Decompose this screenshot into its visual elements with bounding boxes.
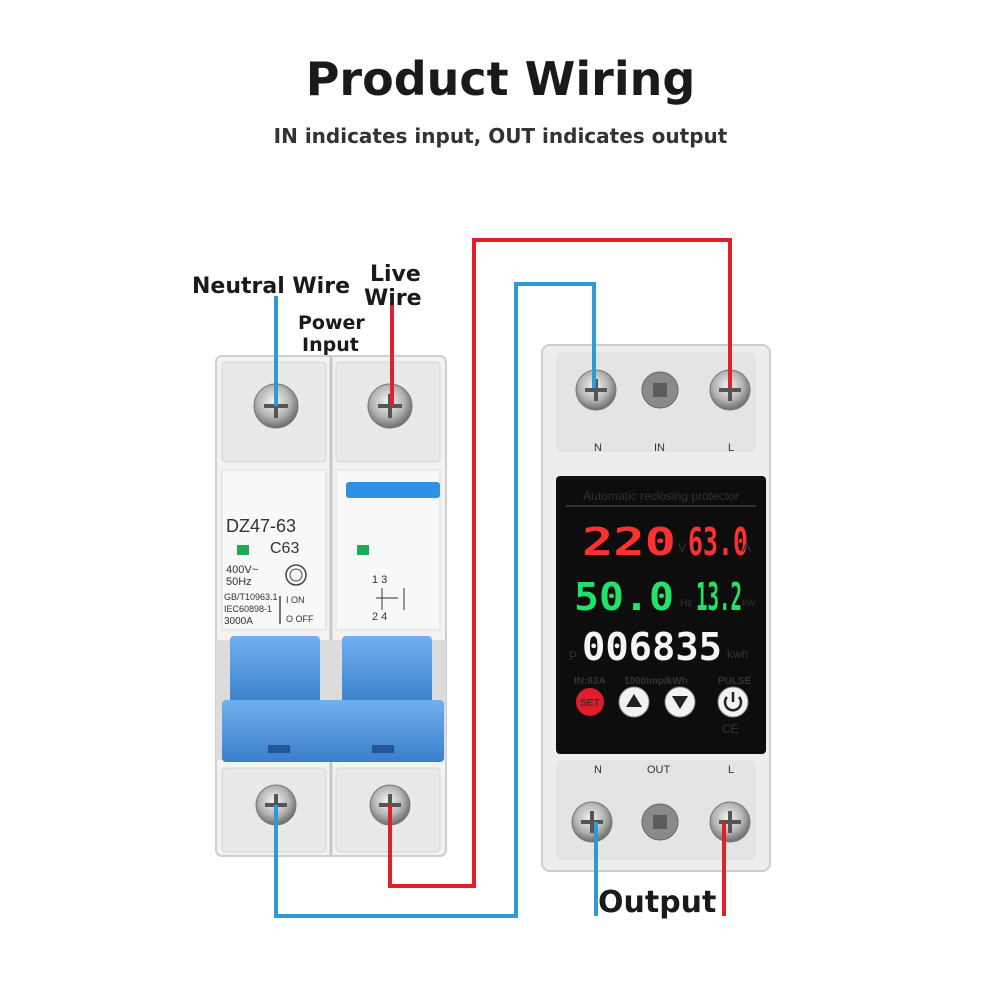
breaker-indicator-left — [237, 545, 249, 555]
set-button-label: SET — [580, 698, 599, 709]
bottom-terminal-l-label: L — [728, 764, 734, 776]
breaker-terminals-bottom: 2 4 — [372, 611, 387, 623]
protector-screw-bottom-left — [571, 801, 613, 843]
set-button[interactable]: SET — [576, 688, 604, 716]
frequency-readout: 50.0 — [574, 575, 674, 619]
neutral-link-wire — [274, 282, 596, 918]
power-icon — [723, 696, 743, 712]
power-input-label-line1: Power — [298, 312, 365, 334]
breaker-indicator-right — [357, 545, 369, 555]
breaker-spec-voltage: 400V~ — [226, 564, 258, 576]
circuit-breaker: DZ47-63 C63 400V~ 50Hz GB/T10963.1 IEC60… — [215, 355, 447, 857]
breaker-terminals-top: 1 3 — [372, 574, 387, 586]
protector-rating: IN:63A — [574, 676, 606, 687]
arrow-up-icon — [626, 694, 642, 707]
current-readout: 63.0 — [688, 520, 748, 564]
breaker-standard-2: IEC60898-1 — [224, 604, 272, 614]
protector-screw-bottom-right — [709, 801, 751, 843]
breaker-schematic-icon — [376, 588, 405, 610]
protector-display-panel — [556, 476, 766, 754]
live-wire-label-line2: Wire — [364, 286, 422, 311]
breaker-off-label: O OFF — [286, 614, 314, 624]
power-button[interactable] — [717, 686, 749, 718]
breaker-spec-frequency: 50Hz — [226, 576, 252, 588]
bottom-terminal-out-label: OUT — [647, 764, 671, 776]
page-subtitle: IN indicates input, OUT indicates output — [273, 124, 728, 148]
pulse-label: PULSE — [718, 676, 752, 687]
energy-readout: 006835 — [582, 625, 722, 669]
breaker-lever-right[interactable] — [342, 636, 432, 706]
breaker-on-label: I ON — [286, 595, 305, 605]
up-button[interactable] — [618, 686, 650, 718]
live-wire-label-line1: Live — [370, 262, 421, 287]
power-input-label-line2: Input — [302, 334, 359, 356]
neutral-wire-label: Neutral Wire — [192, 274, 350, 299]
breaker-model: DZ47-63 — [226, 516, 296, 536]
breaker-lever-left[interactable] — [230, 636, 320, 706]
arrow-down-icon — [672, 696, 688, 709]
ce-mark: CE — [722, 722, 739, 736]
voltage-readout: 220 — [582, 520, 676, 564]
frequency-unit: Hz — [680, 598, 692, 609]
protector-screw-top-left — [575, 369, 617, 411]
page-title: Product Wiring — [305, 52, 696, 106]
breaker-rating: C63 — [270, 540, 299, 557]
energy-unit: kwh — [727, 647, 748, 661]
top-terminal-n-label: N — [594, 442, 602, 454]
bottom-terminal-n-label: N — [594, 764, 602, 776]
energy-prefix: P — [569, 649, 577, 663]
protector-header: Automatic reclosing protector — [583, 489, 738, 503]
top-terminal-in-label: IN — [654, 442, 665, 454]
live-link-wire — [388, 238, 732, 888]
current-unit: A — [742, 539, 752, 555]
breaker-indicator-strip — [346, 482, 440, 498]
protector-screw-top-center — [641, 371, 679, 409]
protector-meter-constant: 1000imp/kWh — [624, 676, 688, 687]
voltage-unit: V — [678, 541, 686, 555]
ccc-mark-icon — [285, 564, 307, 586]
top-terminal-l-label: L — [728, 442, 734, 454]
breaker-standard-1: GB/T10963.1 — [224, 592, 278, 602]
protector-screw-bottom-center — [641, 803, 679, 841]
power-readout: 13.2 — [696, 575, 742, 619]
output-label: Output — [598, 885, 716, 920]
breaker-lever-bar[interactable] — [222, 700, 444, 762]
breaker-capacity: 3000A — [224, 616, 253, 627]
power-unit: kW — [742, 598, 756, 608]
reclosing-protector: N IN L N OUT L Automatic reclosing prote… — [541, 344, 771, 872]
down-button[interactable] — [664, 686, 696, 718]
